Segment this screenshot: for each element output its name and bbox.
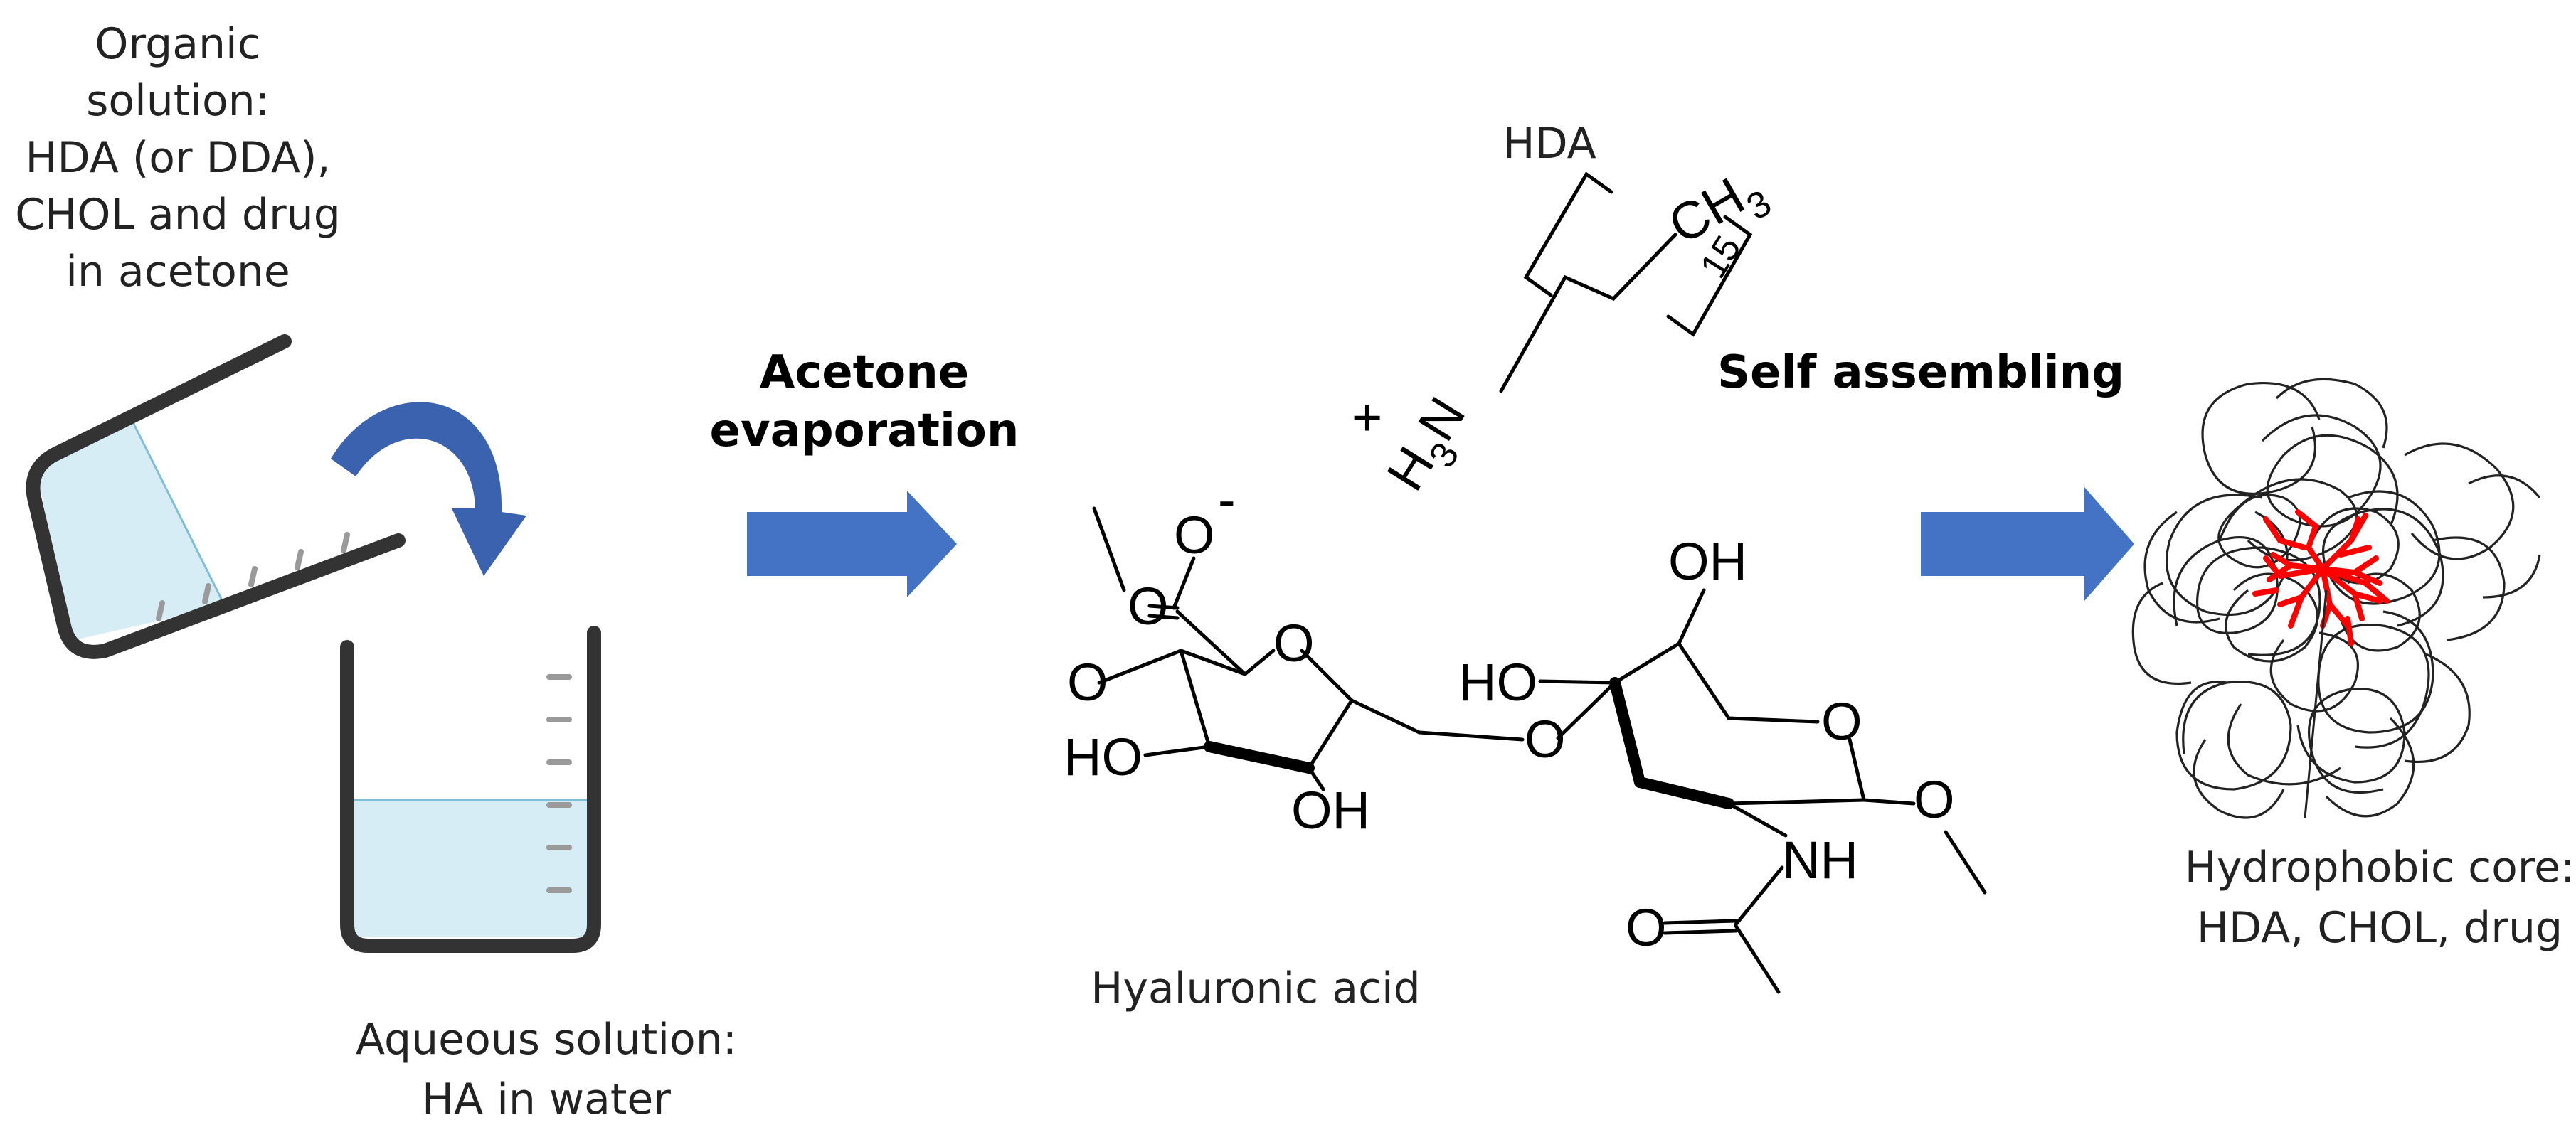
aqueous-solution-label: Aqueous solution: HA in water	[356, 1015, 737, 1124]
tilted-beaker	[26, 334, 406, 659]
svg-text:CHOL and drug: CHOL and drug	[15, 190, 341, 240]
pour-arrow	[331, 402, 526, 576]
svg-text:O: O	[1821, 692, 1862, 751]
svg-text:HO: HO	[1064, 727, 1143, 786]
organic-liquid	[37, 412, 225, 640]
svg-text:Self assembling: Self assembling	[1717, 346, 2124, 399]
nanoparticle	[2131, 378, 2541, 819]
tilted-beaker-ticks	[156, 532, 350, 621]
right-arrow-icon	[747, 491, 957, 597]
plus-charge: +	[1352, 388, 1382, 447]
hydrophobic-core-label: Hydrophobic core: HDA, CHOL, drug	[2185, 843, 2575, 953]
svg-text:Hydrophobic core:: Hydrophobic core:	[2185, 843, 2575, 892]
svg-text:O: O	[1914, 770, 1955, 829]
svg-text:solution:: solution:	[86, 76, 270, 126]
svg-text:O: O	[1626, 898, 1667, 957]
svg-text:HDA: HDA	[1502, 119, 1596, 169]
svg-text:Hyaluronic acid: Hyaluronic acid	[1091, 964, 1420, 1013]
upright-beaker-outline	[340, 626, 601, 953]
upright-beaker	[340, 626, 601, 953]
svg-text:O: O	[1273, 614, 1315, 673]
svg-text:HO: HO	[1458, 653, 1537, 712]
polymer-shell	[2131, 378, 2541, 819]
upright-beaker-ticks	[546, 674, 572, 893]
self-assembling-label: Self assembling	[1717, 346, 2124, 399]
hyaluronic-acid-structure: O - O O O HO OH O HO OH O	[1064, 470, 1987, 1013]
svg-text:NH: NH	[1782, 831, 1858, 890]
svg-text:Acetone: Acetone	[760, 346, 969, 399]
h3n-head: H3N	[1375, 387, 1488, 507]
svg-text:in acetone: in acetone	[65, 247, 290, 297]
organic-solution-label: Organic solution: HDA (or DDA), CHOL and…	[15, 19, 341, 297]
svg-text:OH: OH	[1291, 781, 1370, 840]
svg-text:-: -	[1218, 470, 1236, 529]
svg-text:evaporation: evaporation	[710, 405, 1019, 457]
aqueous-liquid	[352, 800, 587, 937]
core-pointer-line	[2304, 589, 2328, 818]
hda-structure: HDA H3N + 15 CH3	[1352, 119, 1779, 507]
svg-text:HA in water: HA in water	[422, 1074, 671, 1124]
hydrophobic-core-red	[2252, 509, 2390, 646]
svg-text:Organic: Organic	[95, 19, 260, 69]
svg-text:Aqueous solution:: Aqueous solution:	[356, 1015, 737, 1065]
svg-text:HDA (or DDA),: HDA (or DDA),	[25, 133, 330, 183]
svg-text:HDA, CHOL, drug: HDA, CHOL, drug	[2197, 903, 2562, 953]
svg-text:O: O	[1174, 506, 1215, 565]
svg-text:OH: OH	[1668, 532, 1747, 591]
acetone-evaporation-label: Acetone evaporation	[710, 346, 1019, 457]
tilted-beaker-outline	[26, 334, 406, 659]
right-arrow-icon	[1921, 487, 2134, 601]
